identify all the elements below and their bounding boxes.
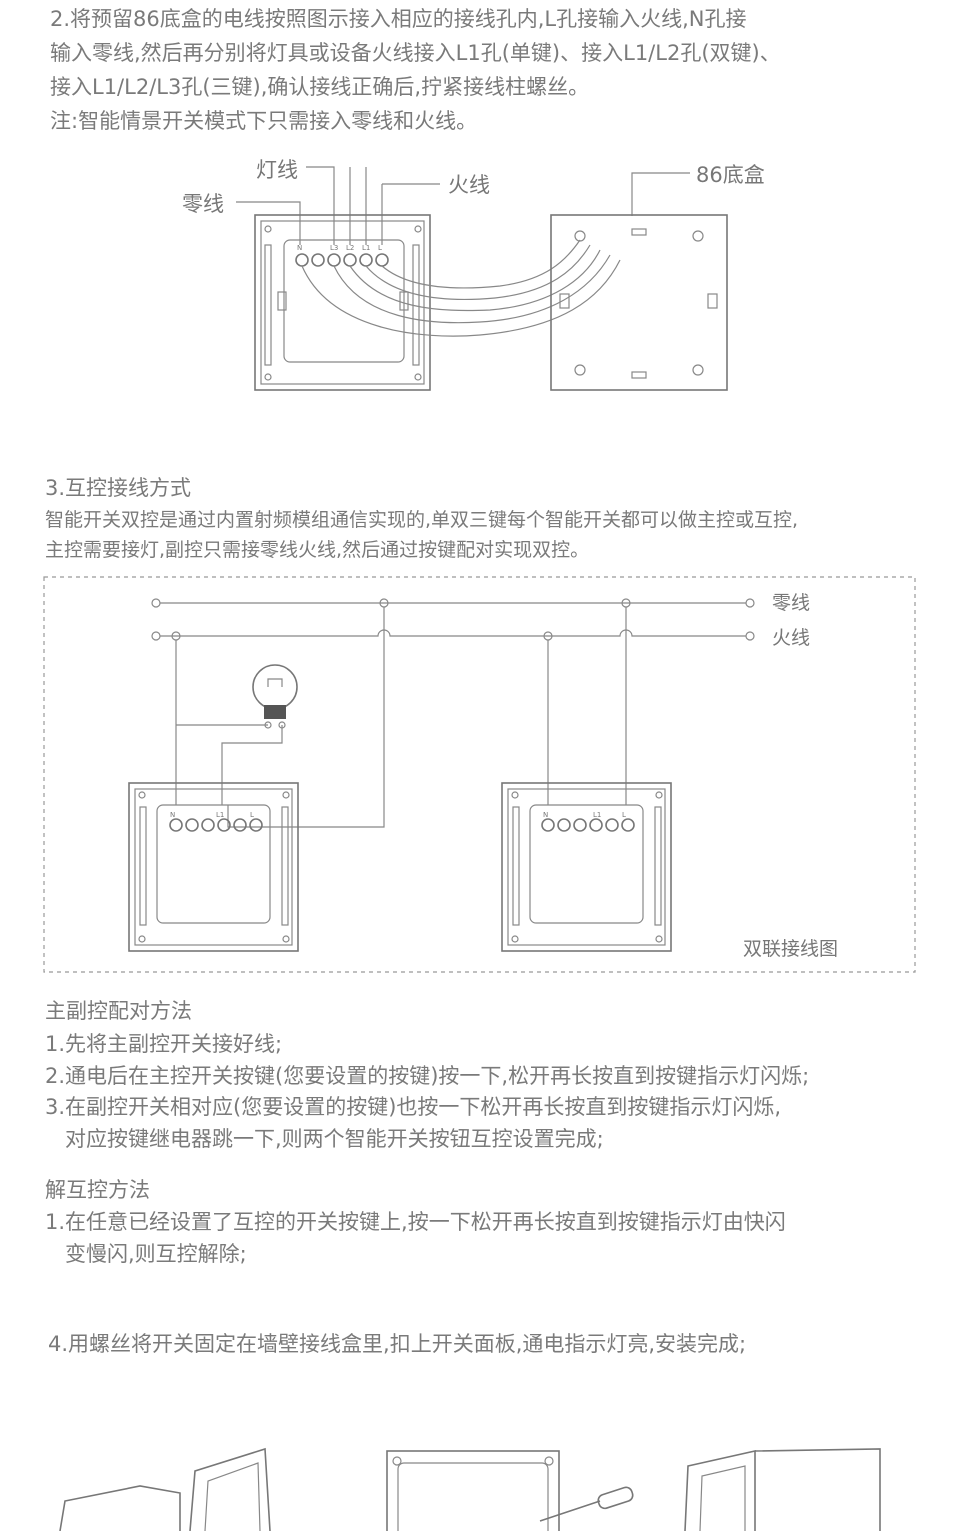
- step2-line: 接入L1/L2/L3孔(三键),确认接线正确后,拧紧接线柱螺丝。: [50, 75, 590, 99]
- terminal-l: L: [378, 244, 382, 252]
- neutral-wire-label: 零线: [182, 192, 224, 216]
- step2-note: 注:智能情景开关模式下只需接入零线和火线。: [50, 109, 478, 133]
- installation-illustrations: [59, 1447, 881, 1531]
- unpair-step-cont: 变慢闪,则互控解除;: [65, 1242, 247, 1266]
- pairing-step-cont: 对应按键继电器跳一下,则两个智能开关按钮互控设置完成;: [65, 1127, 604, 1151]
- pairing-title: 主副控配对方法: [45, 999, 192, 1023]
- light-wire-label: 灯线: [256, 158, 298, 182]
- main-switch-panel: N L1 L: [128, 782, 299, 952]
- install-illustration-3: [684, 1448, 881, 1531]
- pairing-step: 1.先将主副控开关接好线;: [45, 1032, 283, 1056]
- terminal-n: N: [543, 811, 548, 819]
- unpair-step: 1.在任意已经设置了互控的开关按键上,按一下松开再长按直到按键指示灯由快闪: [45, 1210, 786, 1234]
- live-line-label: 火线: [772, 627, 810, 649]
- terminal-n: N: [170, 811, 175, 819]
- terminal-l3: L3: [330, 244, 338, 252]
- step4-text: 4.用螺丝将开关固定在墙壁接线盒里,扣上开关面板,通电指示灯亮,安装完成;: [48, 1332, 747, 1356]
- terminal-n: N: [297, 244, 302, 252]
- terminal-l1: L1: [593, 811, 601, 819]
- pairing-step: 2.通电后在主控开关按键(您要设置的按键)按一下,松开再长按直到按键指示灯闪烁;: [45, 1064, 810, 1088]
- step3-line: 主控需要接灯,副控只需接零线火线,然后通过按键配对实现双控。: [45, 539, 590, 561]
- box-label: 86底盒: [696, 163, 765, 187]
- pairing-step: 3.在副控开关相对应(您要设置的按键)也按一下松开再长按直到按键指示灯闪烁,: [45, 1095, 782, 1119]
- terminal-l2: L2: [346, 244, 354, 252]
- sub-switch-panel: N L1 L: [501, 782, 672, 952]
- terminal-l: L: [250, 811, 254, 819]
- section-title-mutual-control: 3.互控接线方式: [45, 476, 192, 500]
- wiring-diagram-single: 灯线 零线 火线 86底盒 N L3 L2 L1 L: [182, 158, 765, 391]
- live-wire-label: 火线: [448, 173, 490, 197]
- two-way-wiring-diagram: 零线 火线 N L1 L N L1 L 双联接线图: [43, 576, 916, 973]
- unpair-title: 解互控方法: [45, 1178, 150, 1202]
- step2-line: 2.将预留86底盒的电线按照图示接入相应的接线孔内,L孔接输入火线,N孔接: [50, 7, 747, 31]
- terminal-l1: L1: [216, 811, 224, 819]
- terminal-l1: L1: [362, 244, 370, 252]
- step3-line: 智能开关双控是通过内置射频模组通信实现的,单双三键每个智能开关都可以做主控或互控…: [45, 509, 799, 531]
- diagram-caption: 双联接线图: [743, 938, 838, 960]
- terminal-block: N L3 L2 L1 L: [295, 244, 389, 267]
- install-illustration-1: [59, 1447, 271, 1531]
- switch-back-panel: [254, 214, 431, 391]
- install-illustration-2: [386, 1450, 634, 1531]
- neutral-line-label: 零线: [772, 592, 810, 614]
- light-bulb-icon: [252, 664, 298, 729]
- mounting-box-86: [550, 214, 728, 391]
- terminal-l: L: [622, 811, 626, 819]
- step2-line: 输入零线,然后再分别将灯具或设备火线接入L1孔(单键)、接入L1/L2孔(双键)…: [50, 41, 781, 65]
